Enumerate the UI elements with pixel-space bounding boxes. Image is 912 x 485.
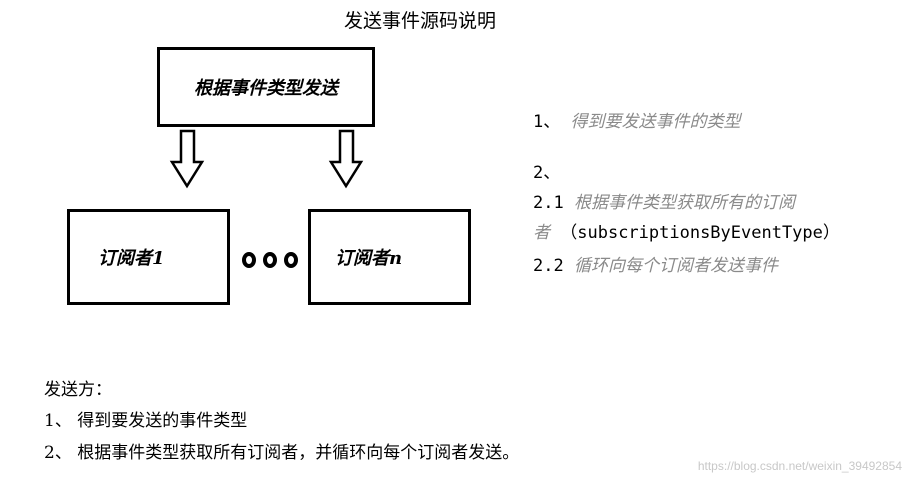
note-step-2-2-text: 循环向每个订阅者发送事件 [573, 256, 778, 276]
send-by-event-type-box: 根据事件类型发送 [157, 47, 375, 127]
note-step-2-2-num: 2.2 [533, 256, 564, 276]
note-step-2-2: 2.2 循环向每个订阅者发送事件 [533, 251, 778, 276]
note-step-2-1-code: （subscriptionsByEventType） [560, 223, 840, 243]
down-arrow-right [328, 129, 364, 189]
down-arrow-left [169, 129, 205, 189]
page-title: 发送事件源码说明 [343, 10, 496, 32]
ellipsis-dot-3 [284, 252, 298, 268]
subscriber-1-box: 订阅者1 [67, 209, 230, 305]
note-step-2-1-num: 2.1 [533, 193, 564, 213]
note-step-2-num: 2、 [533, 163, 561, 183]
subscriber-n-label: 订阅者n [335, 248, 403, 269]
ellipsis-dot-1 [242, 252, 256, 268]
note-step-2-1-text-a: 根据事件类型获取所有的订阅 [573, 193, 795, 213]
summary-heading: 发送方： [44, 380, 112, 400]
note-step-2-1-text-b: 者 [533, 223, 550, 243]
send-by-event-type-label: 根据事件类型发送 [194, 78, 338, 99]
ellipsis-dot-2 [263, 252, 277, 268]
note-step-1: 1、 得到要发送事件的类型 [533, 107, 741, 132]
summary-line-2: 2、 根据事件类型获取所有订阅者，并循环向每个订阅者发送。 [44, 443, 520, 463]
note-step-2-1-cont: 者 （subscriptionsByEventType） [533, 218, 840, 243]
subscriber-1-label: 订阅者1 [98, 248, 165, 269]
note-step-1-num: 1、 [533, 112, 561, 132]
watermark: https://blog.csdn.net/weixin_39492854 [697, 459, 902, 473]
note-step-1-text: 得到要发送事件的类型 [570, 112, 741, 132]
summary-line-1: 1、 得到要发送的事件类型 [44, 411, 248, 431]
subscriber-n-box: 订阅者n [308, 209, 471, 305]
note-step-2-1: 2.1 根据事件类型获取所有的订阅 [533, 188, 795, 213]
